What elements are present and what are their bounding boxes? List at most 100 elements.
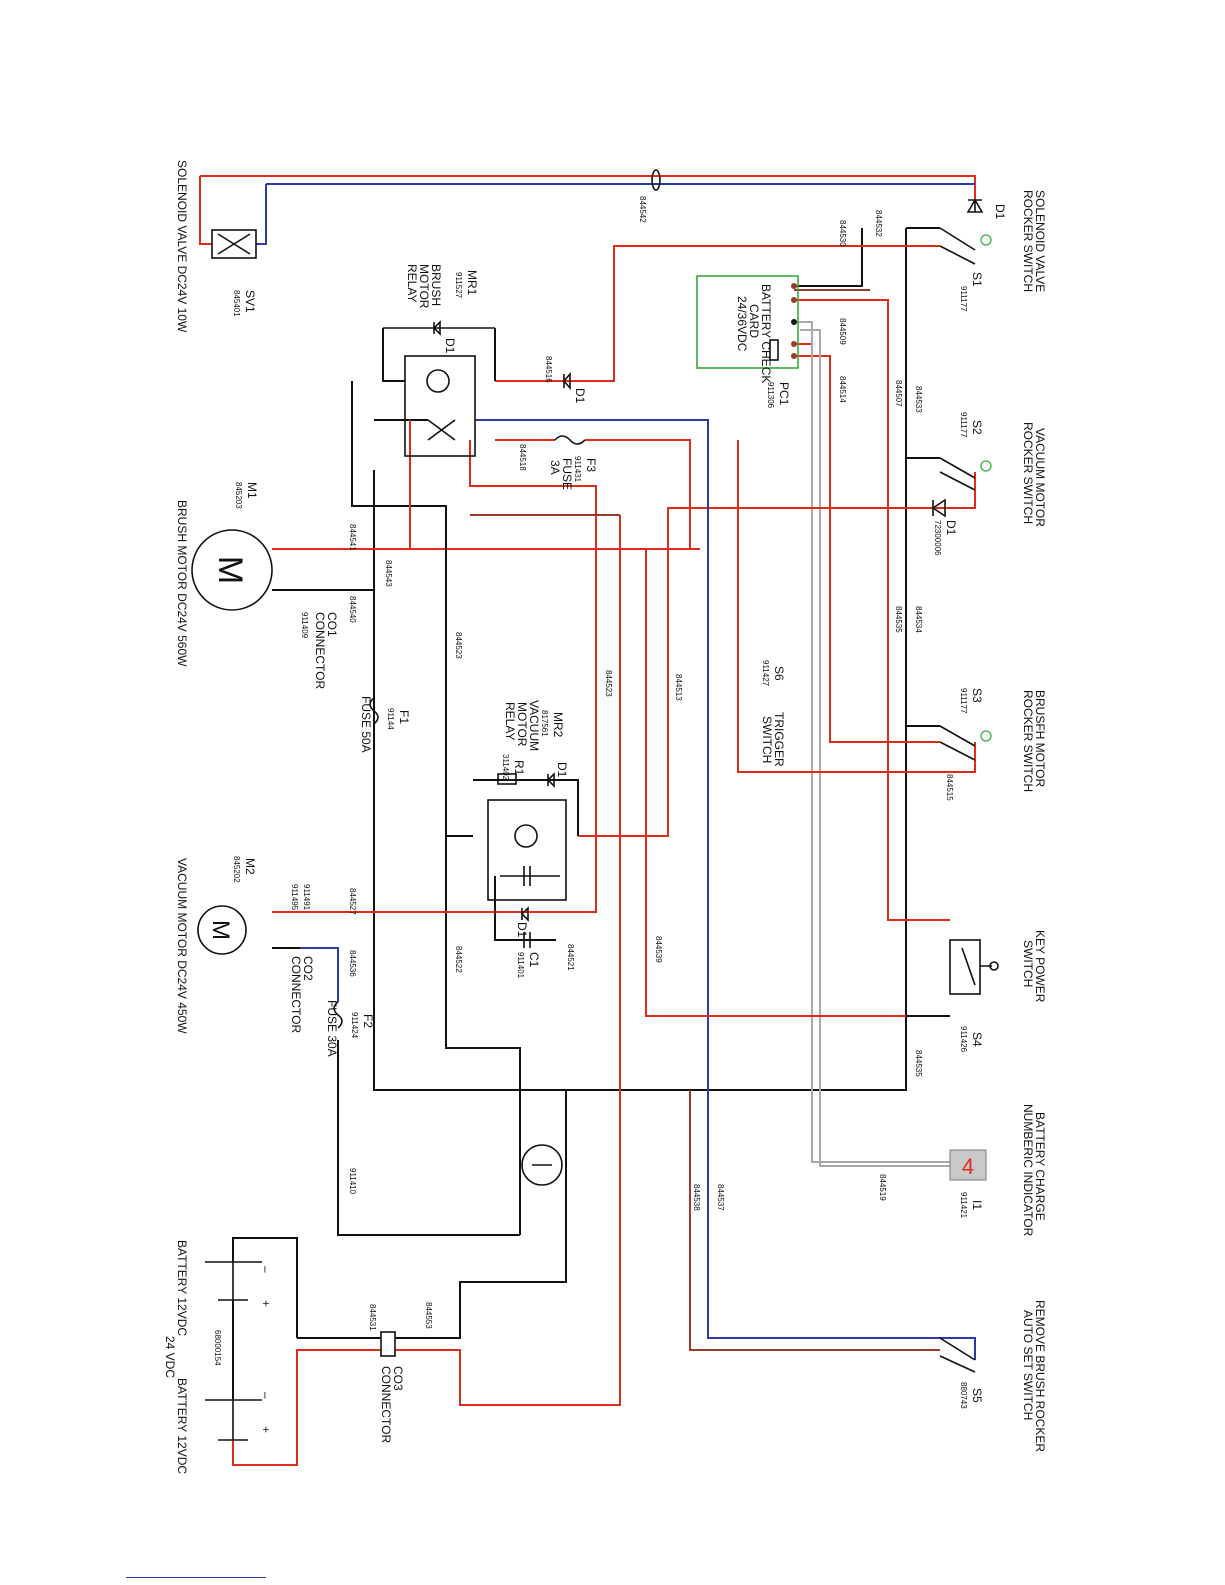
mr2-d1: D1: [555, 762, 569, 778]
solenoid-cross: [217, 233, 251, 255]
wire-label-844522: 844522: [454, 946, 463, 973]
cable-marker: [651, 169, 661, 191]
battery-right-minus: –: [259, 1392, 273, 1399]
s4-title: KEY POWER: [1033, 930, 1047, 1003]
battery-indicator-box: [949, 1149, 987, 1181]
s3-title-2: ROCKER SWITCH: [1021, 690, 1035, 792]
mr2-line1: VACUUM: [527, 700, 541, 751]
f3-part: 911431: [573, 456, 582, 483]
wire-label-844515: 844515: [945, 774, 954, 801]
mr1-diode-label: D1: [443, 338, 457, 354]
wire-s2-red: [888, 472, 976, 509]
mr2-line2: MOTOR: [515, 702, 529, 747]
wire-label-844518: 844518: [518, 444, 527, 471]
battery-left-icon: [205, 1261, 262, 1301]
s1-title: SOLENOID VALVE: [1033, 190, 1047, 292]
battery-left-plus: +: [259, 1300, 273, 1307]
f2-name: FUSE 30A: [325, 1000, 339, 1057]
solenoid-valve-body: [211, 229, 257, 259]
wire-s1-pc1: [794, 228, 863, 287]
wire-label-844538: 844538: [692, 1184, 701, 1211]
i1-part: 911421: [959, 1192, 968, 1219]
pc1-ref: PC1: [777, 382, 791, 406]
s1-part: 911177: [959, 286, 968, 312]
mr1-line2: MOTOR: [417, 264, 431, 309]
co3-ref: CO3: [391, 1366, 405, 1391]
m2-name: VACUUM MOTOR DC24V 450W: [175, 858, 189, 1034]
wire-mr1-black3: [351, 381, 521, 1140]
s5-part: 880743: [959, 1382, 968, 1409]
s6-ref: S6: [772, 666, 786, 681]
wire-f3-out: [585, 439, 691, 550]
wire-844538: [689, 1090, 940, 1351]
mr2-c1-part: 911401: [516, 952, 525, 979]
wire-844536-blue: [300, 947, 339, 1002]
wire-844530: [495, 245, 940, 382]
m1-motor-icon: [191, 529, 273, 611]
wire-mr2-bottom: [494, 876, 556, 941]
mr2-coil-icon: [514, 824, 538, 848]
wire-label-844523: 844523: [454, 632, 463, 659]
s3-switch-symbol: [939, 725, 976, 761]
mr2-r1: R1: [512, 760, 526, 776]
co1-ref: CO1: [325, 612, 339, 637]
wire-844523-red: [395, 515, 621, 1406]
mr2-ref: MR2: [551, 712, 565, 738]
wire-label-844519: 844519: [878, 1174, 887, 1201]
m2-motor-icon: [197, 905, 247, 955]
s5-title-2: AUTO SET SWITCH: [1021, 1310, 1035, 1420]
mr2-r1-part: 311402: [501, 754, 510, 781]
wire-label-911410: 911410: [348, 1168, 357, 1195]
wire-label-844542: 844542: [638, 196, 647, 223]
s1-diode-icon: [966, 198, 984, 213]
f1-fuse-icon: [369, 697, 379, 725]
co3-connector-icon: [380, 1331, 396, 1357]
mr1-ref: MR1: [465, 270, 479, 296]
s3-part: 911177: [959, 688, 968, 714]
m2-conn-b: 911495: [290, 884, 299, 911]
s2-part: 911177: [959, 412, 968, 438]
wire-s2-d1-line: [578, 507, 940, 837]
mr2-capacitor-icon: [500, 866, 560, 886]
wire-label-844513: 844513: [674, 674, 683, 701]
wire-label-844532: 844532: [874, 210, 883, 237]
wire-label-844533: 844533: [914, 386, 923, 413]
mr1-relay-box: [404, 355, 476, 457]
co3-name: CONNECTOR: [379, 1366, 393, 1443]
wire-label-844543: 844543: [384, 560, 393, 587]
labels-layer: SOLENOID VALVE ROCKER SWITCH S1 911177 D…: [163, 160, 1047, 1474]
battery-left-minus: –: [259, 1266, 273, 1273]
s1-ref: S1: [970, 272, 984, 287]
sv1-part: 845401: [232, 290, 241, 317]
mr1-diode-icon: [383, 320, 495, 336]
co2-name: CONNECTOR: [289, 956, 303, 1033]
s4-title-2: SWITCH: [1021, 940, 1035, 987]
mr2-relay-box: [487, 799, 567, 901]
wire-label-844541: 844541: [348, 524, 357, 551]
wire-hub-right: [395, 1090, 567, 1339]
wire-label-844536: 844536: [348, 950, 357, 977]
m2-motor-symbol: M: [207, 920, 234, 940]
s2-diode-part: 72300006: [933, 520, 942, 556]
s2-ref: S2: [970, 420, 984, 435]
co1-name: CONNECTOR: [313, 612, 327, 689]
battery-link-part: 68000154: [213, 1330, 222, 1366]
i1-title-2: NUMBERIC INDICATOR: [1021, 1104, 1035, 1237]
s2-diode-icon: [931, 498, 946, 518]
wire-co3-red: [232, 1349, 381, 1466]
wire-label-844530: 844530: [838, 220, 847, 247]
s6-name-2: SWITCH: [760, 716, 774, 763]
f1-part: 91144: [386, 708, 395, 730]
mr2-part: 817561: [540, 710, 549, 737]
f3-value: 3A: [548, 460, 562, 475]
mr1-line3: RELAY: [405, 264, 419, 302]
wire-844513: [469, 440, 597, 913]
mr1-diode2-label: D1: [573, 388, 587, 404]
f1-ref: F1: [397, 710, 411, 724]
s1-switch-symbol: [939, 198, 992, 265]
m1-motor-symbol: M: [211, 556, 249, 584]
wire-844537-blue: [475, 419, 976, 1360]
s5-ref: S5: [970, 1388, 984, 1403]
wire-label-844516: 844516: [544, 356, 553, 383]
wire-mr2-box: [473, 779, 579, 836]
